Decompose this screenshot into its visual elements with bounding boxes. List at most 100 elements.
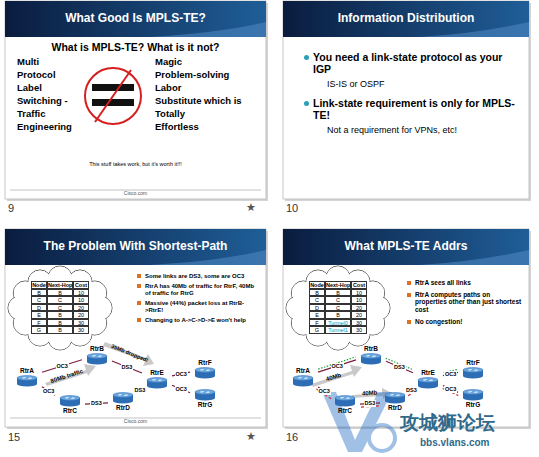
tunnel-path xyxy=(386,358,414,370)
router-label: RtrF xyxy=(190,359,220,367)
link-label: OC3 xyxy=(42,388,55,395)
slide-text: Massive (44%) packet loss at RtrB->RtrE! xyxy=(145,300,261,314)
router-label: RtrC xyxy=(330,407,360,415)
table-cell: 10 xyxy=(351,296,367,304)
router-node: RtrB xyxy=(356,345,386,365)
router-label: RtrA xyxy=(12,367,42,375)
router-icon xyxy=(334,395,356,407)
router-node: RtrF xyxy=(190,359,220,379)
link-line xyxy=(318,387,330,395)
bullet-marker xyxy=(304,101,309,106)
table-cell: C xyxy=(325,304,351,312)
slide-text: Multi xyxy=(17,57,39,68)
table-cell: F xyxy=(31,319,47,327)
table-cell: Node xyxy=(309,281,325,289)
link-line xyxy=(318,360,356,372)
router-icon xyxy=(417,377,439,389)
slide-text: Changing to A->C->D->E won't help xyxy=(145,317,261,324)
router-label: RtrD xyxy=(108,404,138,412)
slide-text: No congestion! xyxy=(415,318,523,325)
link-label: DS3 xyxy=(121,364,134,371)
table-cell: B xyxy=(47,319,73,327)
table-cell: 10 xyxy=(351,289,367,297)
slide-text: Link-state requirement is only for MPLS-… xyxy=(313,97,518,121)
slide-text: Label xyxy=(17,83,42,94)
bullet-marker xyxy=(137,284,141,288)
traffic-label: 40Mb xyxy=(325,371,342,382)
link-label: DS3 xyxy=(405,387,418,394)
cloud-fill xyxy=(20,278,100,338)
table-cell: C xyxy=(309,296,325,304)
slide-frames xyxy=(5,1,531,429)
footer-text: Cisco.com xyxy=(5,191,266,197)
table-cell: C xyxy=(47,304,73,312)
link-label: DS3 xyxy=(134,387,147,394)
router-label: RtrA xyxy=(288,367,318,375)
table-cell: B xyxy=(309,289,325,297)
bullet-marker xyxy=(137,318,141,322)
router-node: RtrE xyxy=(142,369,172,389)
table-cell: 10 xyxy=(73,296,89,304)
router-node: RtrD xyxy=(108,392,138,412)
router-label: RtrD xyxy=(380,404,410,412)
router-node: RtrC xyxy=(55,395,85,415)
router-node: RtrD xyxy=(380,392,410,412)
bullet-marker xyxy=(304,55,309,60)
table-cell: 10 xyxy=(73,289,89,297)
cloud-outline xyxy=(286,266,390,350)
link-label: OC3 xyxy=(444,371,457,378)
table-cell: 30 xyxy=(73,319,89,327)
table-cell: B xyxy=(47,311,73,319)
router-node: RtrC xyxy=(330,395,360,415)
table-cell: 20 xyxy=(73,304,89,312)
table-cell: E xyxy=(309,311,325,319)
traffic-label: 40Mb xyxy=(361,389,377,397)
link-label: OC3 xyxy=(175,371,188,378)
traffic-arrows xyxy=(45,342,392,399)
slide-text: You need a link-state protocol as your I… xyxy=(313,51,518,75)
table-cell: E xyxy=(31,311,47,319)
router-icon xyxy=(194,367,216,379)
tunnel-path xyxy=(318,357,356,369)
router-icon xyxy=(112,392,134,404)
slide-text: This stuff takes work, but it's worth it… xyxy=(5,161,266,167)
table-cell: C xyxy=(325,296,351,304)
bullet-marker xyxy=(137,301,141,305)
slide-text: RtrA sees all links xyxy=(415,279,523,286)
router-icon xyxy=(194,389,216,401)
router-label: RtrE xyxy=(142,369,172,377)
slide-text: Magic xyxy=(155,57,182,68)
footer-strips xyxy=(10,190,261,418)
table-cell: 30 xyxy=(351,326,367,334)
router-label: RtrF xyxy=(458,359,488,367)
link-line xyxy=(112,361,142,373)
slide-text: Engineering xyxy=(17,122,72,133)
cloud-fill xyxy=(298,278,378,338)
table-cell: B xyxy=(47,326,73,334)
table-cell: Cost xyxy=(351,281,367,289)
table-cell: Next-Hop xyxy=(325,281,351,289)
table-cell: B xyxy=(31,289,47,297)
traffic-label: 80Mb traffic xyxy=(50,367,84,384)
slide-title: Information Distribution xyxy=(283,12,529,26)
title-bands xyxy=(5,1,529,265)
link-line xyxy=(172,385,190,393)
link-label: DS3 xyxy=(364,400,377,407)
table-cell: 20 xyxy=(73,311,89,319)
slide-number: 16 xyxy=(286,431,298,444)
link-label: OC3 xyxy=(331,363,344,370)
table-cell: C xyxy=(47,296,73,304)
bullet-marker xyxy=(407,293,411,297)
star-mark: ★ xyxy=(246,430,256,443)
bullet-marker xyxy=(407,281,411,285)
slide-text: RtrA has 40Mb of traffic for RtrF, 40Mb … xyxy=(145,283,261,297)
table-cell: C xyxy=(31,296,47,304)
watermark-logo xyxy=(322,392,395,452)
cloud-outline xyxy=(8,266,112,350)
slide-text: Totally xyxy=(155,109,185,120)
slide-text: Problem-solving xyxy=(155,70,229,81)
link-label: OC3 xyxy=(318,388,331,395)
table-cell: Next-Hop xyxy=(47,281,73,289)
